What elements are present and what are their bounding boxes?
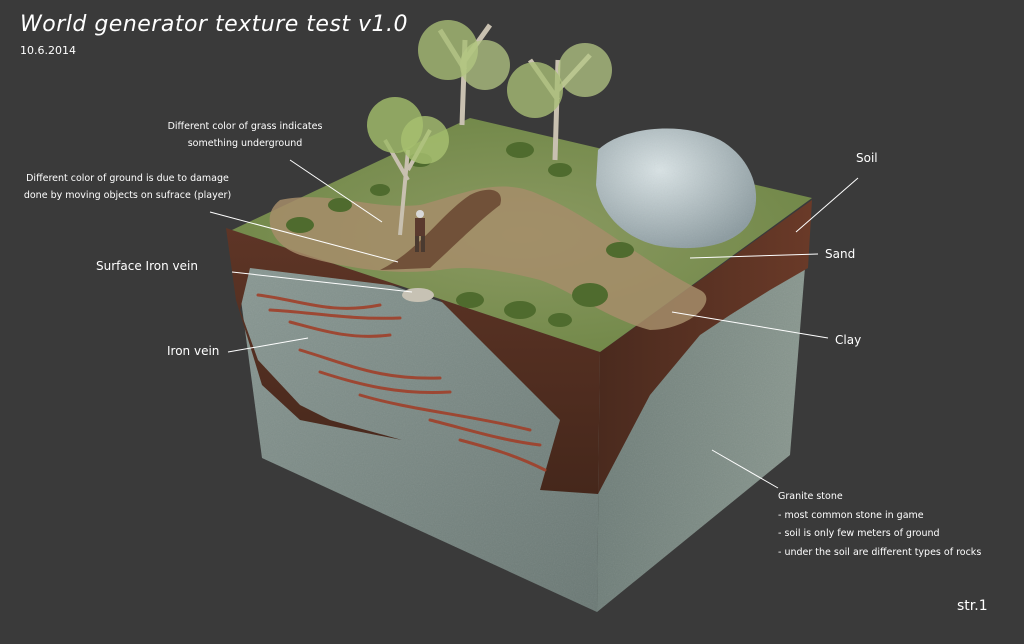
- grass-annotation-line-1: Different color of grass indicates: [167, 121, 323, 132]
- grass-annotation: Different color of grass indicates somet…: [140, 118, 350, 152]
- date-label: 10.6.2014: [20, 44, 76, 57]
- soil-label: Soil: [856, 151, 878, 165]
- clay-label: Clay: [835, 333, 862, 347]
- iron-vein-streaks: [256, 293, 547, 472]
- soil-layer-left: [226, 228, 600, 494]
- leader-sand: [689, 253, 819, 259]
- page-number: str.1: [957, 598, 988, 614]
- leader-surface-iron: [231, 271, 413, 293]
- leader-granite: [711, 449, 779, 489]
- granite-line-2: - soil is only few meters of ground: [778, 528, 940, 539]
- ground-annotation: Different color of ground is due to dama…: [10, 170, 245, 204]
- granite-line-3: - under the soil are different types of …: [778, 546, 982, 558]
- player-figure: [415, 210, 425, 252]
- grass-tufts: [286, 142, 662, 327]
- leader-ground: [209, 211, 399, 263]
- surface-iron-vein-label: Surface Iron vein: [96, 259, 198, 273]
- leader-clay: [671, 311, 829, 339]
- granite-annotation: Granite stone - most common stone in gam…: [778, 488, 981, 562]
- leader-soil: [795, 177, 859, 233]
- ground-annotation-line-2: done by moving objects on sufrace (playe…: [23, 190, 232, 201]
- granite-title: Granite stone: [778, 491, 843, 502]
- iron-vein-label: Iron vein: [167, 344, 220, 358]
- leader-grass: [289, 159, 383, 223]
- grass-annotation-line-2: something underground: [187, 138, 303, 149]
- page-title: World generator texture test v1.0: [20, 12, 409, 37]
- leader-iron-vein: [227, 337, 309, 353]
- surface-iron-rock: [402, 288, 434, 302]
- sand-label: Sand: [825, 247, 856, 261]
- ground-annotation-line-1: Different color of ground is due to dama…: [26, 173, 229, 184]
- granite-line-1: - most common stone in game: [778, 509, 924, 521]
- trees: [367, 20, 612, 236]
- soil-layer-right: [598, 200, 812, 494]
